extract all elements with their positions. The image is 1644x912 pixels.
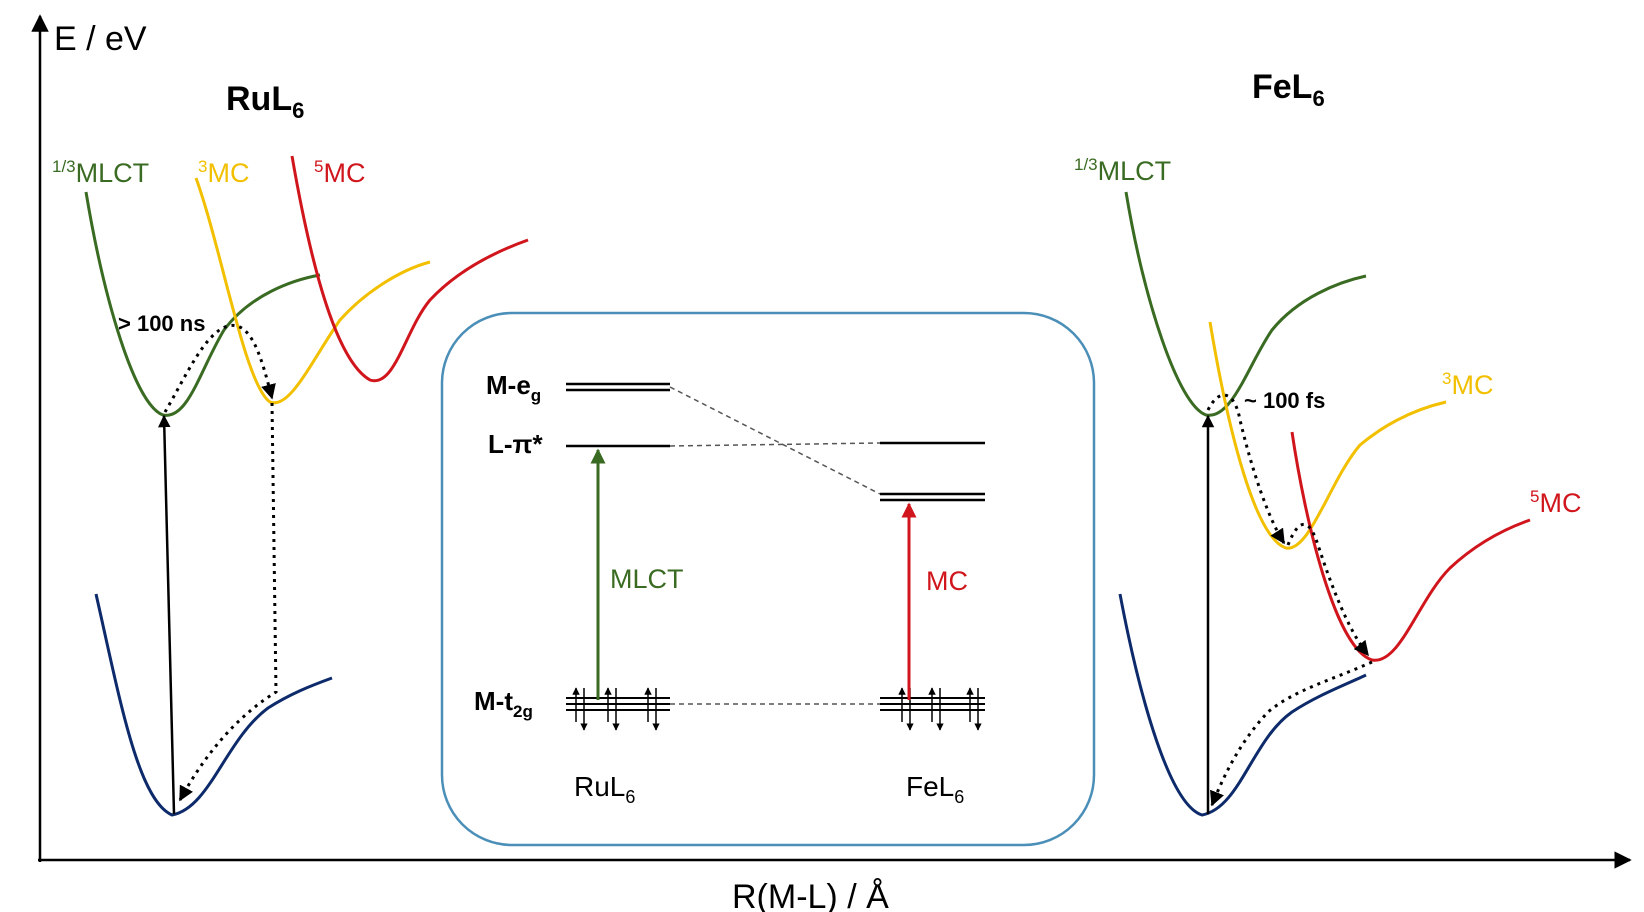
orbital-diagram-inset: [440, 311, 1096, 847]
fe-panel-title: FeL6: [1252, 68, 1325, 111]
eg-correlation-line: [669, 386, 881, 495]
ru-3mc-curve: [194, 177, 431, 405]
ru-mlct-curve: [84, 191, 321, 417]
ru-mlct-state-label: 1/3MLCT: [52, 157, 149, 188]
ru-lifetime-label: > 100 ns: [118, 311, 205, 336]
ru-3mc-state-label: 3MC: [198, 157, 249, 188]
ru-ground-state-curve: [94, 593, 333, 817]
fe-ground-state-curve: [1118, 593, 1367, 817]
fe-3mc-state-label: 3MC: [1442, 369, 1493, 400]
ru-5mc-curve: [290, 155, 529, 383]
inset-ru-label: RuL6: [574, 771, 635, 807]
ru-decay-dotted-arrow: [178, 402, 278, 802]
ru-excitation-arrow: [158, 414, 176, 815]
fe-3mc-curve: [1208, 321, 1447, 550]
ru-5mc-state-label: 5MC: [314, 157, 365, 188]
pi-star-correlation-line: [669, 442, 881, 447]
fe-5mc-curve: [1290, 431, 1531, 662]
ru-t2g-levels: [566, 697, 670, 711]
ru-panel-title: RuL6: [226, 80, 304, 123]
t2g-level-label: M-t2g: [474, 686, 533, 721]
mlct-transition-label: MLCT: [610, 564, 684, 594]
fe-mlct-state-label: 1/3MLCT: [1074, 155, 1171, 186]
fe-isc-dotted-arrow: [1206, 393, 1286, 545]
pi-star-level-label: L-π*: [488, 429, 543, 459]
fe-5mc-state-label: 5MC: [1530, 487, 1581, 518]
ru-t2g-electron-arrows: [572, 687, 660, 731]
eg-level-label: M-eg: [486, 370, 541, 405]
fe-mlct-curve: [1124, 191, 1367, 417]
y-axis-label: E / eV: [54, 20, 147, 58]
inset-fe-label: FeL6: [906, 771, 964, 807]
fe-lifetime-label: ~ 100 fs: [1244, 388, 1325, 413]
mc-transition-label: MC: [926, 566, 968, 596]
x-axis-label: R(M-L) / Å: [732, 878, 889, 912]
